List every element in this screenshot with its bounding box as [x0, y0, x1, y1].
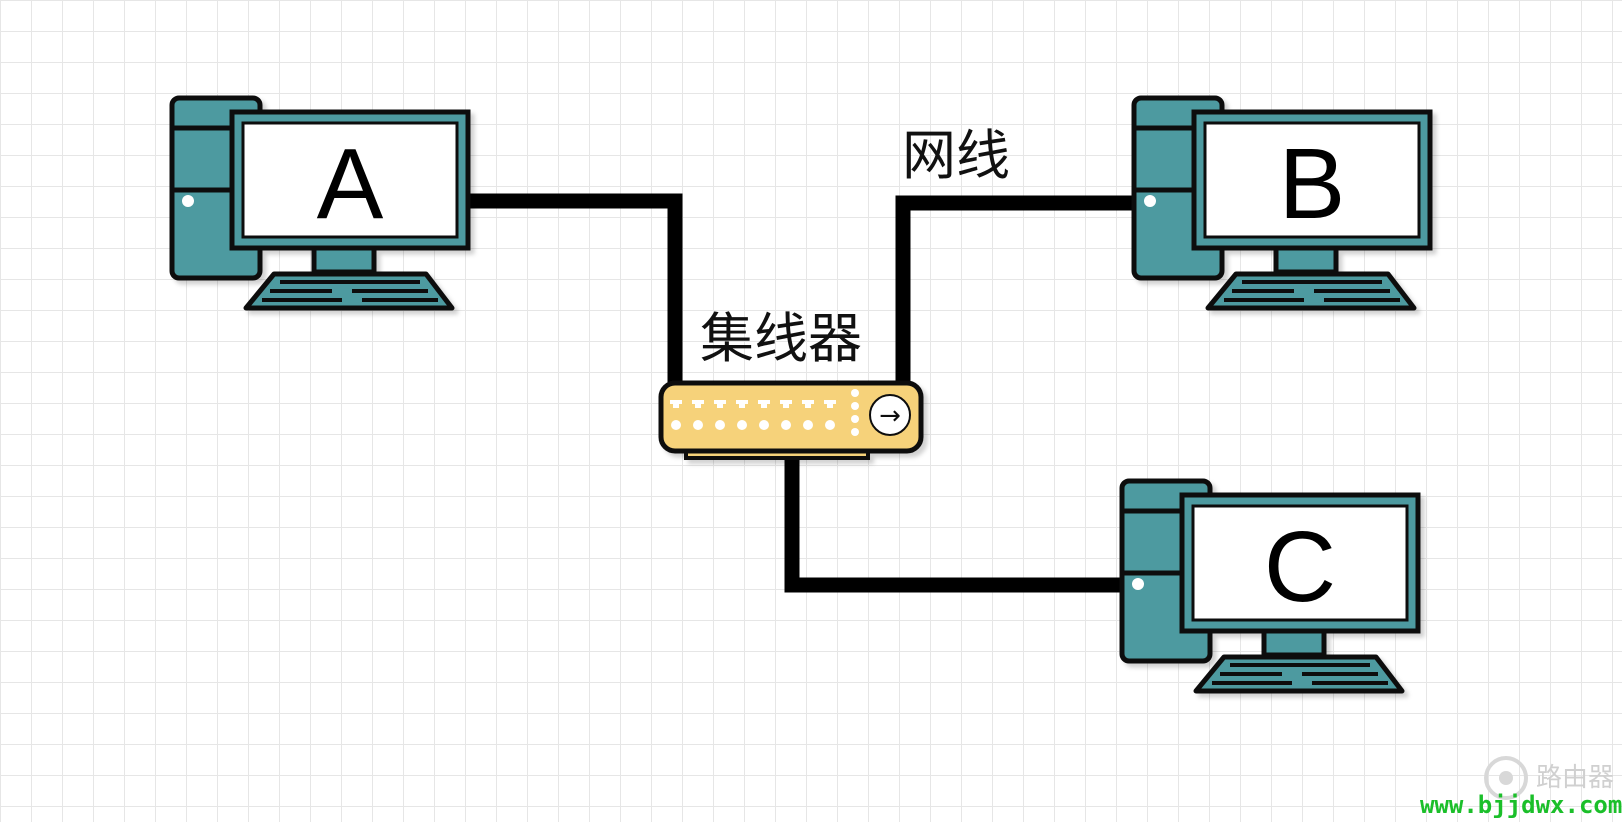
cable-b-hub [895, 195, 1135, 388]
watermark-url: www.bjjdwx.com [1420, 791, 1622, 819]
computer-label: A [317, 128, 384, 240]
watermark-logo-text: 路由器 [1536, 763, 1614, 793]
computer-label: C [1264, 511, 1336, 623]
cable-label: 网线 [902, 124, 1010, 187]
cable-a-hub [462, 193, 683, 388]
arrow-right-icon: → [879, 401, 901, 431]
hub-label: 集线器 [700, 307, 862, 370]
computer-a[interactable]: A [169, 95, 471, 311]
cable-c-hub [784, 452, 1125, 593]
computer-label: B [1279, 128, 1346, 240]
router-logo-icon [1484, 756, 1528, 800]
computer-c[interactable]: C [1119, 478, 1421, 694]
watermark: 路由器 www.bjjdwx.com [1420, 756, 1622, 819]
cables [462, 193, 1135, 593]
computer-b[interactable]: B [1131, 95, 1433, 311]
hub[interactable]: → [658, 380, 924, 460]
hub-ports [670, 389, 859, 436]
hub-arrow-button [869, 394, 911, 436]
